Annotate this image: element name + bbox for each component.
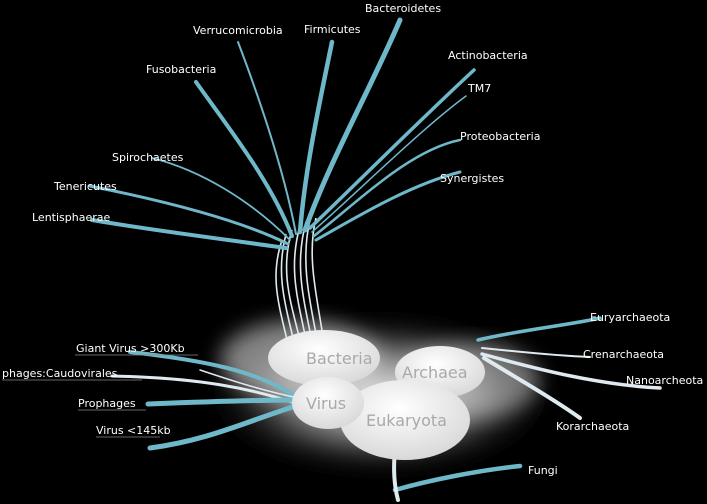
branch-synergistes bbox=[314, 170, 462, 242]
proteobacteria-label: Proteobacteria bbox=[460, 130, 540, 143]
branch-korarchaeota bbox=[482, 356, 582, 420]
nanoarcheota-label: Nanoarcheota bbox=[626, 374, 703, 387]
lentisphaerae-label: Lentisphaerae bbox=[32, 211, 111, 224]
crenarchaeota-label: Crenarchaeota bbox=[583, 348, 664, 361]
label-underlines bbox=[2, 354, 198, 438]
virus-branches bbox=[110, 350, 302, 451]
branch-fungi bbox=[392, 463, 523, 493]
fungi-label: Fungi bbox=[528, 464, 558, 477]
virus-blob bbox=[292, 377, 364, 429]
euryarchaeota-label: Euryarchaeota bbox=[590, 311, 670, 324]
bacteroidetes-label: Bacteroidetes bbox=[365, 2, 441, 15]
branch-proteobacteria bbox=[312, 138, 462, 238]
bacteria-blob bbox=[268, 330, 380, 386]
eukaryota-blob bbox=[340, 380, 470, 460]
firmicutes-label: Firmicutes bbox=[304, 23, 361, 36]
branch-actinobacteria bbox=[308, 68, 476, 230]
actinobacteria-label: Actinobacteria bbox=[448, 49, 528, 62]
archaea-branches bbox=[476, 316, 662, 420]
branch-lentisphaerae bbox=[90, 218, 288, 250]
eukaryota-label: Eukaryota bbox=[366, 411, 447, 430]
bacteria-branches bbox=[88, 17, 476, 250]
bacteria-label: Bacteria bbox=[306, 349, 373, 368]
spirochaetes-label: Spirochaetes bbox=[112, 151, 184, 164]
branch-euryarchaeota bbox=[476, 316, 602, 342]
branch-verrucomicrobia bbox=[237, 41, 297, 235]
prophages-label: Prophages bbox=[78, 397, 136, 410]
domain-labels: Bacteria Archaea Virus Eukaryota bbox=[306, 349, 468, 430]
korarchaeota-label: Korarchaeota bbox=[556, 420, 629, 433]
branch-prophages bbox=[145, 397, 299, 407]
caudovirales-label: phages:Caudovirales bbox=[2, 367, 118, 380]
branch-firmicutes bbox=[297, 39, 335, 235]
verrucomicrobia-label: Verrucomicrobia bbox=[193, 24, 283, 37]
tenericutes-label: Tenericutes bbox=[53, 180, 117, 193]
fusobacteria-label: Fusobacteria bbox=[146, 63, 216, 76]
branch-tm7 bbox=[311, 95, 467, 233]
tm7-label: TM7 bbox=[467, 82, 491, 95]
virus-small-label: Virus <145kb bbox=[96, 424, 171, 437]
branch-tenericutes bbox=[88, 184, 290, 246]
archaea-label: Archaea bbox=[402, 363, 468, 382]
branch-crenarchaeota bbox=[481, 347, 591, 358]
branch-bacteroidetes bbox=[302, 17, 403, 233]
branch-spirochaetes bbox=[151, 157, 291, 241]
giant-virus-label: Giant Virus >300Kb bbox=[76, 342, 185, 355]
phylum-labels: Bacteroidetes Firmicutes Verrucomicrobia… bbox=[2, 2, 703, 477]
branch-nanoarcheota bbox=[480, 352, 662, 390]
branch-fusobacteria bbox=[194, 80, 294, 238]
domain-blobs bbox=[268, 330, 485, 460]
virus-label: Virus bbox=[306, 394, 346, 413]
branch-virus-small bbox=[147, 403, 299, 451]
synergistes-label: Synergistes bbox=[440, 172, 504, 185]
